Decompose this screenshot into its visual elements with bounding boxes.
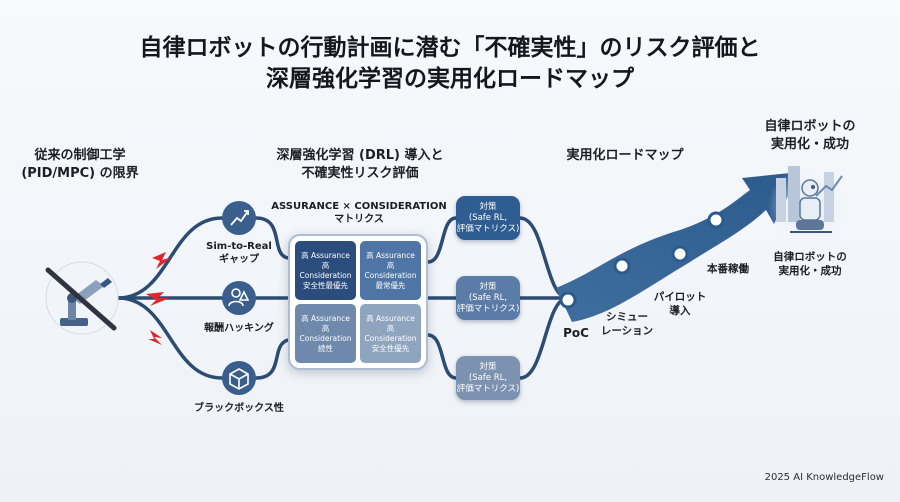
page-title-line2: 深層強化学習の実用化ロードマップ xyxy=(266,66,634,92)
matrix-cell-1: 高 Assurance 高 Consideration 安全性最優先 xyxy=(295,241,356,300)
page-title-line1: 自律ロボットの行動計画に潜む「不確実性」のリスク評価と xyxy=(139,35,761,61)
section-goal: 自律ロボットの 実用化・成功 xyxy=(764,119,856,152)
matrix-cell-4: 高 Assurance 高 Consideration 安全性優先 xyxy=(360,304,421,363)
matrix-cell-3: 高 Assurance 高 Consideration 続性 xyxy=(295,304,356,363)
stage-node-production xyxy=(707,211,725,229)
section-traditional-control: 従来の制御工学 (PID/MPC) の限界 xyxy=(21,148,139,181)
footer-credit: 2025 AI KnowledgeFlow xyxy=(764,472,884,483)
assurance-consideration-matrix: 高 Assurance 高 Consideration 安全性最優先 高 Ass… xyxy=(288,234,428,370)
chart-icon xyxy=(230,210,249,226)
issue-label-black-box: ブラックボックス性 xyxy=(194,403,284,414)
matrix-title: ASSURANCE × CONSIDERATION マトリクス xyxy=(271,201,447,225)
issue-label-sim-to-real: Sim-to-Real ギャップ xyxy=(206,241,272,265)
industrial-robot-icon xyxy=(45,261,119,335)
issue-label-reward-hacking: 報酬ハッキング xyxy=(204,323,274,334)
stage-node-simulation xyxy=(613,257,631,275)
warning-lightning-icons xyxy=(146,252,172,345)
warning-user-icon xyxy=(228,288,250,307)
stage-node-poc xyxy=(559,291,577,309)
humanoid-robot-icon xyxy=(768,166,848,246)
countermeasure-box-2: 対策 (Safe RL, 評価マトリクス) xyxy=(456,276,520,320)
stage-label-pilot: パイロット 導入 xyxy=(653,291,707,317)
section-drl-risk: 深層強化学習 (DRL) 導入と 不確実性リスク評価 xyxy=(276,148,444,181)
stage-label-production: 本番稼働 xyxy=(707,263,749,275)
issue-connectors xyxy=(116,216,570,380)
stage-nodes xyxy=(559,211,725,309)
section-roadmap: 実用化ロードマップ xyxy=(566,148,684,163)
issue-icon-circles xyxy=(222,201,256,395)
matrix-cell-2: 高 Assurance 高 Consideration 最常優先 xyxy=(360,241,421,300)
countermeasure-box-3: 対策 (Safe RL, 評価マトリクス) xyxy=(456,356,520,400)
countermeasure-box-1: 対策 (Safe RL, 評価マトリクス) xyxy=(456,196,520,240)
goal-caption: 自律ロボットの 実用化・成功 xyxy=(773,251,847,277)
cube-icon xyxy=(229,368,249,390)
stage-label-simulation: シミュー レーション xyxy=(600,311,654,337)
stage-label-poc: PoC xyxy=(563,326,589,340)
stage-node-pilot xyxy=(671,245,689,263)
